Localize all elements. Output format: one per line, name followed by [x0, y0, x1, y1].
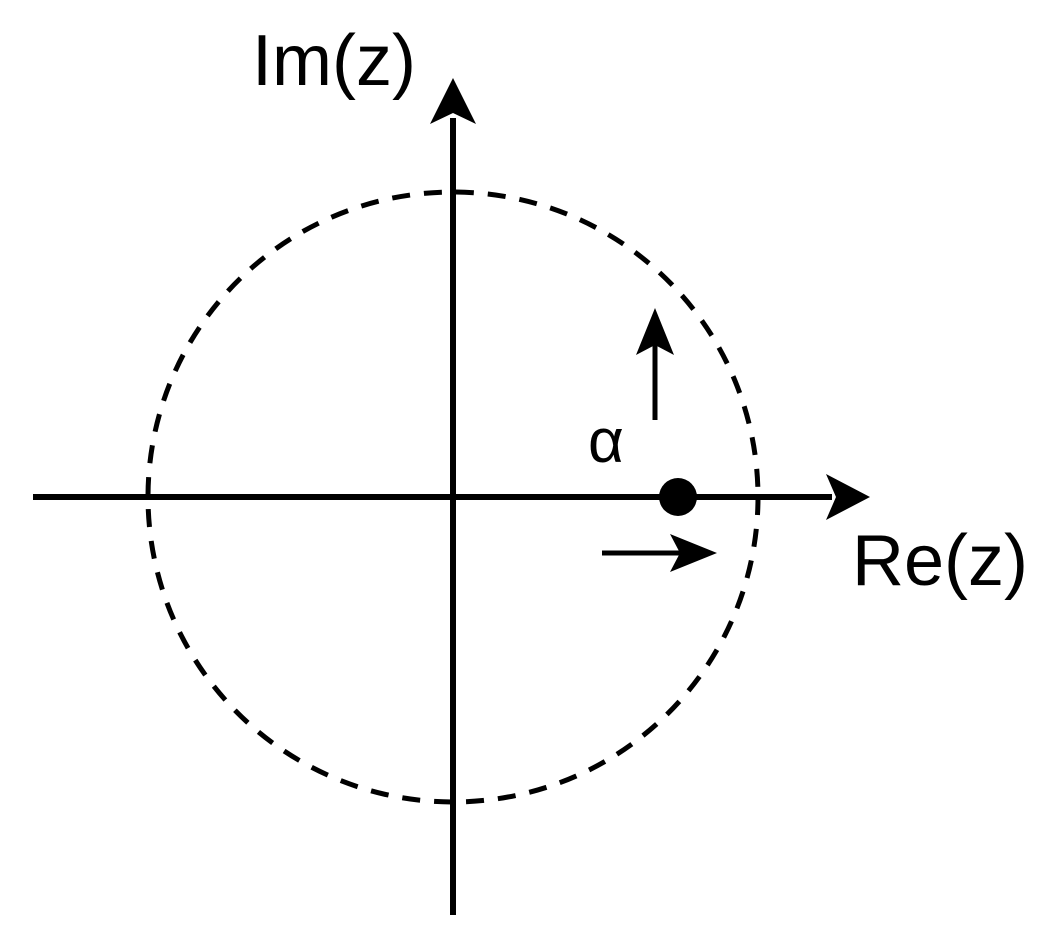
real-axis-label: Re(z) — [852, 521, 1028, 601]
imaginary-axis-label: Im(z) — [252, 21, 416, 101]
point-alpha-label: α — [588, 407, 624, 476]
point-alpha — [659, 478, 697, 516]
horizontal-direction-arrowhead — [670, 534, 717, 572]
real-axis-arrowhead — [826, 474, 870, 520]
vertical-direction-arrowhead — [636, 308, 674, 355]
imaginary-axis-arrowhead — [430, 78, 476, 124]
